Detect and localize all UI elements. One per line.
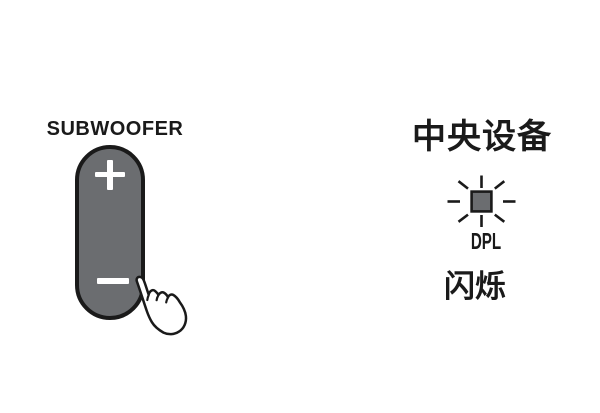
plus-icon [107, 159, 113, 190]
pointing-hand-icon [135, 275, 188, 336]
subwoofer-rocker-button [75, 145, 145, 320]
device-label: 中央设备 [412, 118, 552, 156]
dpl-label: DPL [470, 228, 502, 254]
state-label: 闪烁 [444, 269, 506, 304]
minus-icon [96, 278, 129, 284]
blinking-indicator-icon [447, 175, 516, 227]
subwoofer-label: SUBWOOFER [46, 118, 184, 140]
